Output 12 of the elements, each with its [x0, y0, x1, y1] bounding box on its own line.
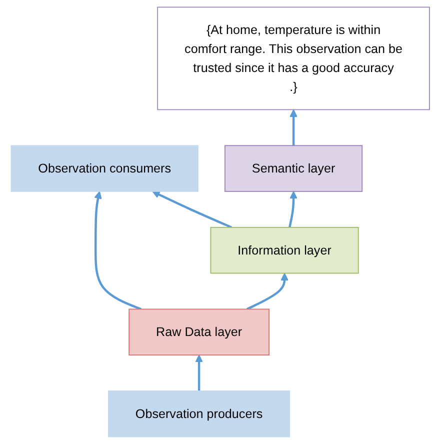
node-box: Observation producers: [108, 390, 290, 438]
node-box: {At home, temperature is within comfort range. This observation can be trusted since it has a good accuracy .}: [157, 6, 430, 110]
node-box: Raw Data layer: [128, 308, 270, 356]
arrow: [288, 191, 298, 228]
node-box: Information layer: [210, 226, 359, 274]
arrow: [246, 272, 289, 310]
arrow: [195, 354, 204, 391]
arrow: [94, 191, 142, 310]
node-box: Semantic layer: [224, 145, 363, 192]
arrow: [152, 190, 232, 228]
node-box: Observation consumers: [10, 145, 199, 192]
arrow: [290, 109, 298, 146]
